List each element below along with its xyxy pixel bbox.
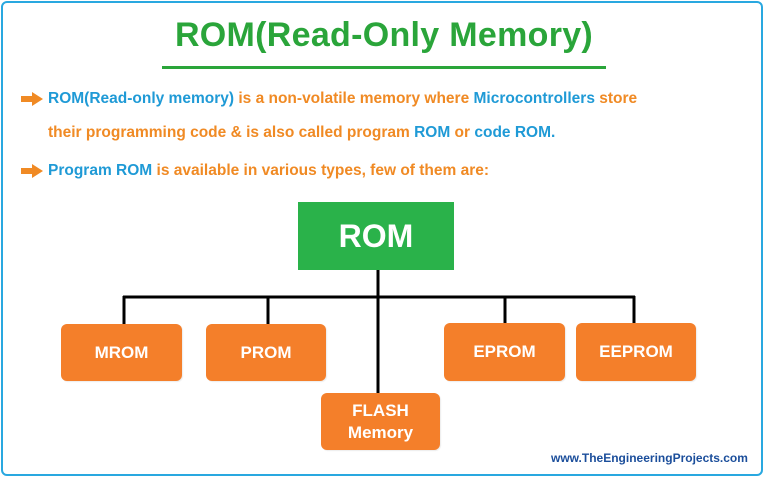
bullet-2-line-1: Program ROM is available in various type… xyxy=(48,154,768,188)
node-flash-memory: FLASH Memory xyxy=(321,393,440,450)
bullet-1-part: is a non-volatile memory where xyxy=(234,90,474,107)
bullet-1-part: store xyxy=(594,90,638,107)
bullet-2-part: Program ROM xyxy=(48,162,153,179)
bullet-1-part: code ROM. xyxy=(474,124,556,141)
node-eeprom: EEPROM xyxy=(576,323,696,381)
bullet-2-part: is available in various types, few of th… xyxy=(152,162,490,179)
bullet-1-part: Microcontrollers xyxy=(473,90,595,107)
title-underline xyxy=(162,66,606,69)
page-frame xyxy=(1,1,763,476)
flash-label-line-2: Memory xyxy=(347,422,414,442)
bullet-1-part: ROM(Read-only memory) xyxy=(48,90,235,107)
right-arrow-icon xyxy=(21,164,43,178)
page-title: ROM(Read-Only Memory) xyxy=(174,16,594,54)
flash-label-line-1: FLASH xyxy=(352,400,409,420)
bullet-1-part: their programming code & is also called … xyxy=(48,124,415,141)
node-prom: PROM xyxy=(206,324,326,381)
right-arrow-icon xyxy=(21,92,43,106)
node-eprom: EPROM xyxy=(444,323,565,381)
bullet-1-line-2: their programming code & is also called … xyxy=(48,116,768,150)
bullet-1-part: ROM xyxy=(414,124,451,141)
node-mrom: MROM xyxy=(61,324,182,381)
website-footer[interactable]: www.TheEngineeringProjects.com xyxy=(551,451,748,465)
bullet-1-part: or xyxy=(450,124,475,141)
bullet-1-line-1: ROM(Read-only memory) is a non-volatile … xyxy=(48,82,768,116)
rom-root-node: ROM xyxy=(298,202,454,270)
